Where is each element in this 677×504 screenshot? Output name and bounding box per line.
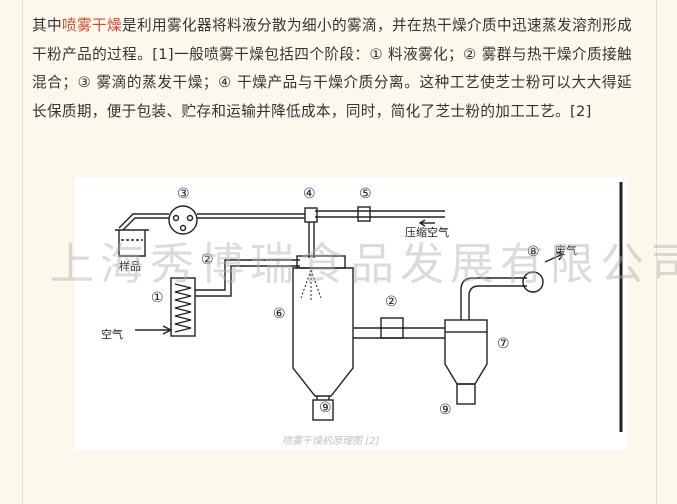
label-9b: ⑨	[439, 402, 452, 418]
diagram-svg: ③ ④ ⑤ ② ① ⑥ ② ⑦ ⑧ ⑨ ⑨ 压缩空气 样品 空气 废气	[101, 182, 623, 432]
label-5: ⑤	[359, 186, 372, 202]
exhaust-label: 废气	[555, 243, 577, 257]
air-label: 空气	[101, 327, 123, 341]
heater-1	[170, 277, 196, 337]
collector-9b	[456, 383, 476, 405]
drying-chamber-6	[292, 267, 354, 397]
label-3: ③	[177, 186, 190, 202]
paragraph-prefix: 其中	[32, 17, 63, 34]
compressed-air-label: 压缩空气	[405, 225, 449, 239]
valve-5	[357, 206, 371, 222]
label-9a: ⑨	[319, 400, 332, 416]
label-7: ⑦	[497, 336, 510, 352]
cyclone-7	[444, 332, 488, 385]
exhaust-fan-8	[522, 271, 544, 293]
collector-9a	[312, 399, 334, 421]
fan-2	[380, 317, 404, 339]
figure-caption: 喷雾干燥机原理图 [2]	[282, 436, 380, 447]
nozzle-fitting	[304, 207, 318, 223]
spray-dryer-diagram: ③ ④ ⑤ ② ① ⑥ ② ⑦ ⑧ ⑨ ⑨ 压缩空气 样品 空气 废气	[75, 178, 627, 450]
sample-beaker	[118, 230, 146, 257]
cyclone-top	[444, 319, 488, 333]
article-paragraph: 其中喷雾干燥是利用雾化器将料液分散为细小的雾滴，并在热干燥介质中迅速蒸发溶剂形成…	[32, 12, 632, 126]
label-1: ①	[151, 290, 164, 306]
highlight-term: 喷雾干燥	[62, 17, 123, 34]
sample-label: 样品	[119, 259, 141, 273]
label-4: ④	[303, 186, 316, 202]
label-6: ⑥	[273, 306, 286, 322]
label-2a: ②	[201, 252, 214, 268]
paragraph-body: 是利用雾化器将料液分散为细小的雾滴，并在热干燥介质中迅速蒸发溶剂形成干粉产品的过…	[32, 17, 633, 120]
chamber-top	[296, 255, 346, 269]
label-8: ⑧	[527, 244, 540, 260]
label-2b: ②	[385, 294, 398, 310]
pump-3	[168, 205, 198, 235]
